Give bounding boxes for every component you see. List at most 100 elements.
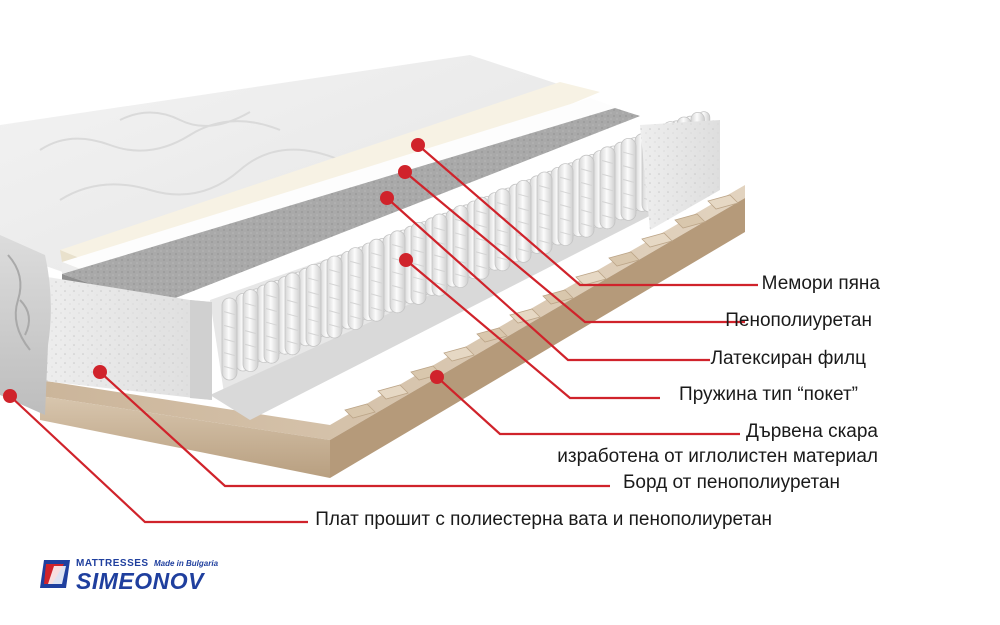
callout-line-pocket-spring [405,259,660,400]
spring-stitch [433,227,446,232]
spring-stitch [622,192,635,197]
spring-stitch [601,214,614,219]
label-quilted-fabric: Плат прошит с полиестерна вата и пенопол… [315,509,772,530]
spring-stitch [223,365,236,370]
spring-stitch [475,237,488,242]
spring-stitch [580,223,593,228]
wooden-slat [443,346,475,362]
spring-stitch [370,266,383,271]
spring-stitch [391,271,404,276]
wooden-slat [707,194,739,210]
callout-line-wooden-slats [436,376,740,436]
spring-stitch [412,276,425,281]
spring-stitch [286,299,299,304]
spring-stitch [370,252,383,257]
pocket-spring [557,163,574,247]
spring-stitch [622,165,635,170]
spring-stitch [307,318,320,323]
callout-dot-fabric [3,389,17,403]
callout-dot-latex-felt [380,191,394,205]
pocket-spring [431,213,448,297]
spring-stitch [580,168,593,173]
callout-line-polyurethane [404,171,745,324]
spring-stitch [496,229,509,234]
spring-stitch [244,316,257,321]
spring-stitch [580,195,593,200]
spring-stitch [517,248,530,253]
spring-stitch [538,185,551,190]
wooden-slat [674,213,706,229]
pocket-spring [221,297,238,381]
spring-stitch [601,159,614,164]
spring-stitch [307,304,320,309]
spring-stitch [559,217,572,222]
callout-line-fabric [9,395,308,524]
spring-stitch [370,307,383,312]
spring-stitch [370,279,383,284]
wooden-slats [344,194,739,419]
wooden-slat [344,403,376,419]
pocket-springs [221,111,711,381]
side-fabric [0,235,51,415]
spring-stitch [433,281,446,286]
spring-stitch [223,352,236,357]
spring-stitch [307,277,320,282]
spring-stitch [454,246,467,251]
spring-stitch [475,265,488,270]
brand-flag-icon [40,560,70,588]
spring-stitch [265,335,278,340]
spring-stitch [559,231,572,236]
callout-line-foam-border [99,371,610,488]
spring-stitch [559,204,572,209]
pocket-spring [578,154,595,238]
spring-stitch [580,182,593,187]
logo-brand-name: SIMEONOV [76,568,204,594]
pocket-spring [242,289,259,373]
spring-stitch [601,200,614,205]
spring-stitch [538,212,551,217]
spring-stitch [391,298,404,303]
wooden-slat [608,251,640,267]
wooden-slat [641,232,673,248]
front-foam-border [35,275,212,400]
spring-stitch [475,224,488,229]
spring-stitch [622,178,635,183]
logo-made-in-text: Made in Bulgaria [154,559,219,568]
spring-stitch [433,254,446,259]
callout-dot-wooden-slats [430,370,444,384]
spring-stitch [496,242,509,247]
pocket-spring [473,196,490,280]
spring-stitch [307,291,320,296]
spring-stitch [265,349,278,354]
spring-stitch [601,187,614,192]
spring-stitch [223,338,236,343]
wooden-slat [575,270,607,286]
spring-stitch [223,324,236,329]
wooden-slat [377,384,409,400]
pocket-spring [620,137,637,221]
spring-stitch [559,176,572,181]
spring-stitch [286,340,299,345]
pocket-spring [368,238,385,322]
spring-stitch [328,310,341,315]
label-memory-foam: Мемори пяна [761,273,880,294]
spring-stitch [328,296,341,301]
callout-dot-pocket-spring [399,253,413,267]
spring-stitch [328,323,341,328]
spring-stitch [244,302,257,307]
wooden-slat [476,327,508,343]
callout-line-memory-foam [417,144,758,287]
spring-stitch [349,260,362,265]
spring-stitch [286,326,299,331]
spring-stitch [286,285,299,290]
spring-stitch [601,173,614,178]
pocket-spring [515,179,532,263]
back-foam-border [640,120,720,230]
spring-stitch [622,206,635,211]
spring-stitch [412,290,425,295]
brand-logo: MATTRESSES Made in Bulgaria SIMEONOV [38,556,228,596]
spring-stitch [391,284,404,289]
spring-stitch [454,232,467,237]
label-wooden-slats: Дървена скара [745,421,878,442]
